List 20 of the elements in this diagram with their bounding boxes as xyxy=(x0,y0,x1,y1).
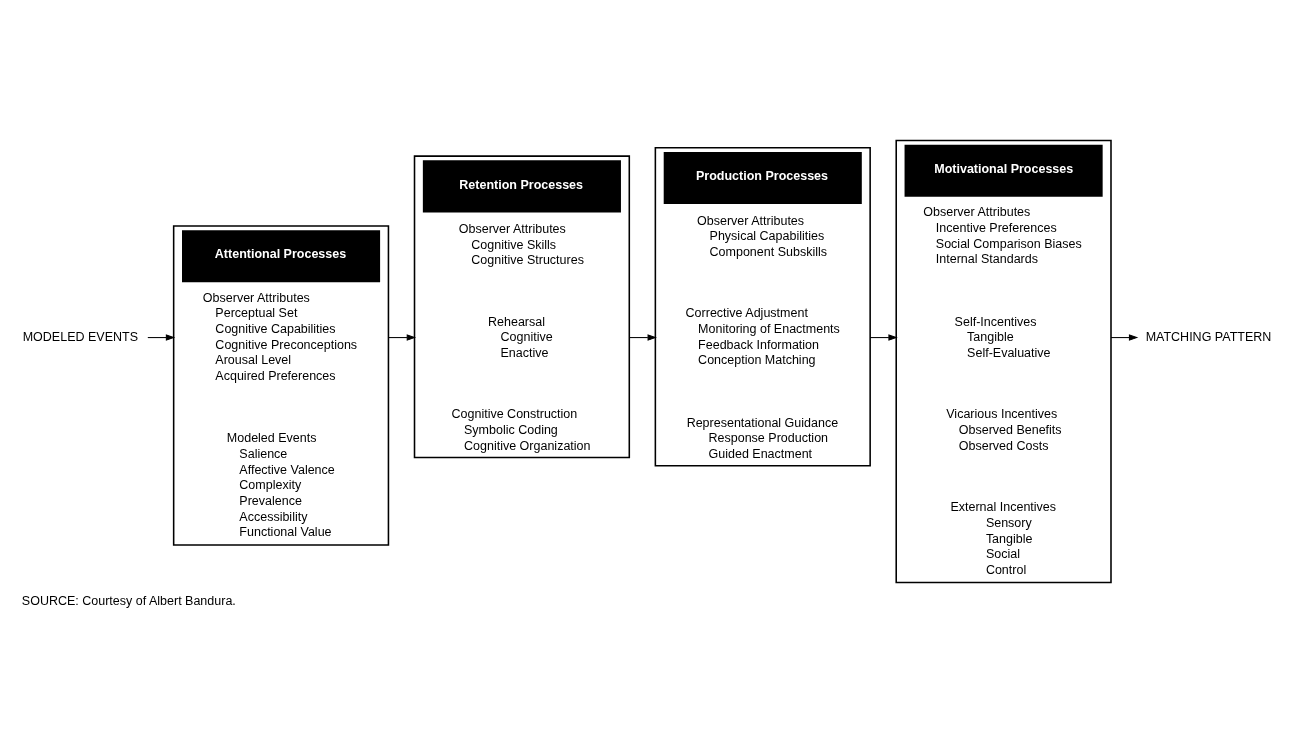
node-text: MODELED EVENTS xyxy=(22,329,138,344)
node-text: Cognitive Construction Symbolic Coding Cognitive Organization xyxy=(451,407,591,453)
node-text: Modeled Events Salience Affective Valence Complexity Prevalence Accessibility Functional Value xyxy=(226,431,335,540)
node-text: Rehearsal Cognitive Enactive xyxy=(488,314,553,360)
node-text: Corrective Adjustment Monitoring of Enactments Feedback Information Conception Matching xyxy=(685,306,840,368)
arrow xyxy=(869,334,898,341)
node-text: Vicarious Incentives Observed Benefits Observed Costs xyxy=(946,407,1062,453)
node-text: MATCHING PATTERN xyxy=(1145,329,1272,344)
arrow xyxy=(387,334,417,341)
node-text: Self-Incentives Tangible Self-Evaluative xyxy=(954,314,1051,360)
node-text: Observer Attributes Cognitive Skills Cognitive Structures xyxy=(458,221,584,268)
node-text: Observer Attributes Perceptual Set Cognitive Capabilities Cognitive Preconceptions Arousal Level Acquired Preferences xyxy=(202,290,358,383)
node-text: External Incentives Sensory Tangible Social Control xyxy=(950,500,1057,577)
caption: SOURCE: Courtesy of Albert Bandura. xyxy=(21,594,236,609)
node-text: Representational Guidance Response Production Guided Enactment xyxy=(686,415,839,462)
arrow xyxy=(1110,334,1139,341)
node-text: Observer Attributes Physical Capabilities Component Subskills xyxy=(697,213,827,259)
node-text: Observer Attributes Incentive Preferences Social Comparison Biases Internal Standards xyxy=(923,205,1082,267)
arrow xyxy=(628,334,657,341)
arrow xyxy=(147,334,176,341)
